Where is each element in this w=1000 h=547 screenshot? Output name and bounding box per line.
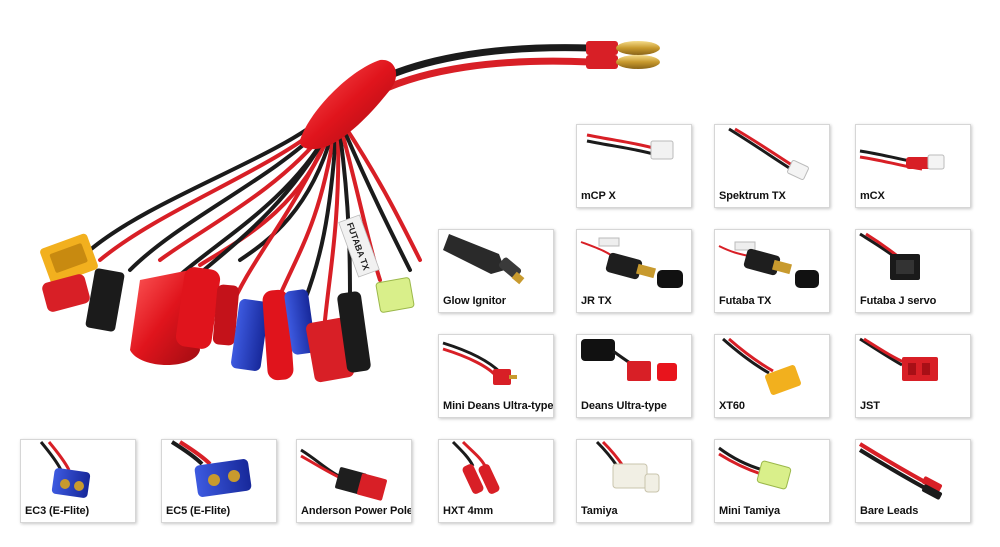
connector-label: Glow Ignitor — [443, 295, 506, 307]
connector-tile-bare-leads[interactable]: Bare Leads — [855, 439, 971, 523]
connector-label: JR TX — [581, 295, 612, 307]
xt60-connector — [40, 233, 98, 285]
jr-tx-photo — [580, 237, 683, 288]
banana-plug-icon — [616, 55, 660, 69]
hxt-photo — [451, 440, 500, 494]
connector-tile-anderson[interactable]: Anderson Power Poles — [296, 439, 412, 523]
anderson-photo — [300, 448, 387, 501]
connector-label: Mini Deans Ultra-type — [443, 400, 554, 412]
futaba-tx-photo — [718, 241, 819, 288]
futaba-j-servo-photo — [859, 232, 920, 280]
connector-tile-mcx[interactable]: mCX — [855, 124, 971, 208]
jst-photo — [859, 337, 938, 381]
connector-label: EC3 (E-Flite) — [25, 505, 90, 517]
banana-sleeve-red — [586, 55, 618, 69]
connector-label: Spektrum TX — [719, 190, 786, 202]
connector-tile-mcpx[interactable]: mCP X — [576, 124, 692, 208]
connector-label: Futaba TX — [719, 295, 772, 307]
mini-tamiya-photo — [718, 446, 792, 490]
banana-plug-icon — [616, 41, 660, 55]
deans-connector — [42, 274, 90, 312]
connector-tile-ec5[interactable]: EC5 (E-Flite) — [161, 439, 277, 523]
connector-label: Anderson Power Poles — [301, 505, 412, 517]
connector-tile-ec3[interactable]: EC3 (E-Flite) — [20, 439, 136, 523]
connector-tile-hxt[interactable]: HXT 4mm — [438, 439, 554, 523]
hxt-connector — [175, 267, 221, 349]
bullet-connector — [262, 289, 294, 381]
connector-tile-jst[interactable]: JST — [855, 334, 971, 418]
connector-label: Bare Leads — [860, 505, 919, 517]
connector-label: Tamiya — [581, 505, 618, 517]
connector-label: Deans Ultra-type — [581, 400, 667, 412]
ec5-photo — [170, 440, 252, 497]
connector-label: HXT 4mm — [443, 505, 494, 517]
anderson-connector — [306, 317, 354, 383]
connector-tile-mini-tamiya[interactable]: Mini Tamiya — [714, 439, 830, 523]
mini-deans-photo — [442, 341, 517, 385]
input-leads — [358, 41, 660, 102]
connector-label: mCP X — [581, 190, 616, 202]
mcpx-photo — [586, 133, 674, 160]
connector-label: EC5 (E-Flite) — [166, 505, 231, 517]
connector-tile-deans[interactable]: Deans Ultra-type — [576, 334, 692, 418]
jr-tx-plug — [337, 291, 371, 373]
connector-tile-glow-ignitor[interactable]: Glow Ignitor — [438, 229, 554, 313]
connector-label: XT60 — [719, 400, 745, 412]
servo-connector — [85, 268, 125, 332]
deans-photo — [581, 339, 677, 381]
banana-sleeve-black — [586, 41, 618, 55]
connector-label: mCX — [860, 190, 885, 202]
connector-label: Mini Tamiya — [719, 505, 781, 517]
connector-tile-xt60[interactable]: XT60 — [714, 334, 830, 418]
connector-tile-mini-deans[interactable]: Mini Deans Ultra-type — [438, 334, 554, 418]
charge-lead-photo: FUTABA TX — [40, 41, 660, 383]
tamiya-photo — [595, 440, 660, 493]
bare-leads-photo — [858, 442, 943, 500]
mcx-photo — [859, 149, 945, 171]
connector-tile-futaba-tx[interactable]: Futaba TX — [714, 229, 830, 313]
connector-tile-tamiya[interactable]: Tamiya — [576, 439, 692, 523]
futaba-tx-tag: FUTABA TX — [338, 214, 380, 278]
glow-ignitor-photo — [443, 234, 525, 285]
heat-shrink-sleeve — [299, 59, 397, 150]
mini-tamiya-connector — [375, 277, 415, 313]
connector-tile-jr-tx[interactable]: JR TX — [576, 229, 692, 313]
connector-tile-futaba-j-servo[interactable]: Futaba J servo — [855, 229, 971, 313]
connector-label: Futaba J servo — [860, 295, 937, 307]
connector-tile-spektrum-tx[interactable]: Spektrum TX — [714, 124, 830, 208]
ec3-photo — [39, 441, 91, 498]
connector-label: JST — [860, 400, 880, 412]
jst-connector — [212, 284, 240, 346]
spektrum-tx-photo — [728, 127, 809, 180]
ec5-connector — [231, 299, 269, 371]
xt60-photo — [722, 337, 801, 395]
